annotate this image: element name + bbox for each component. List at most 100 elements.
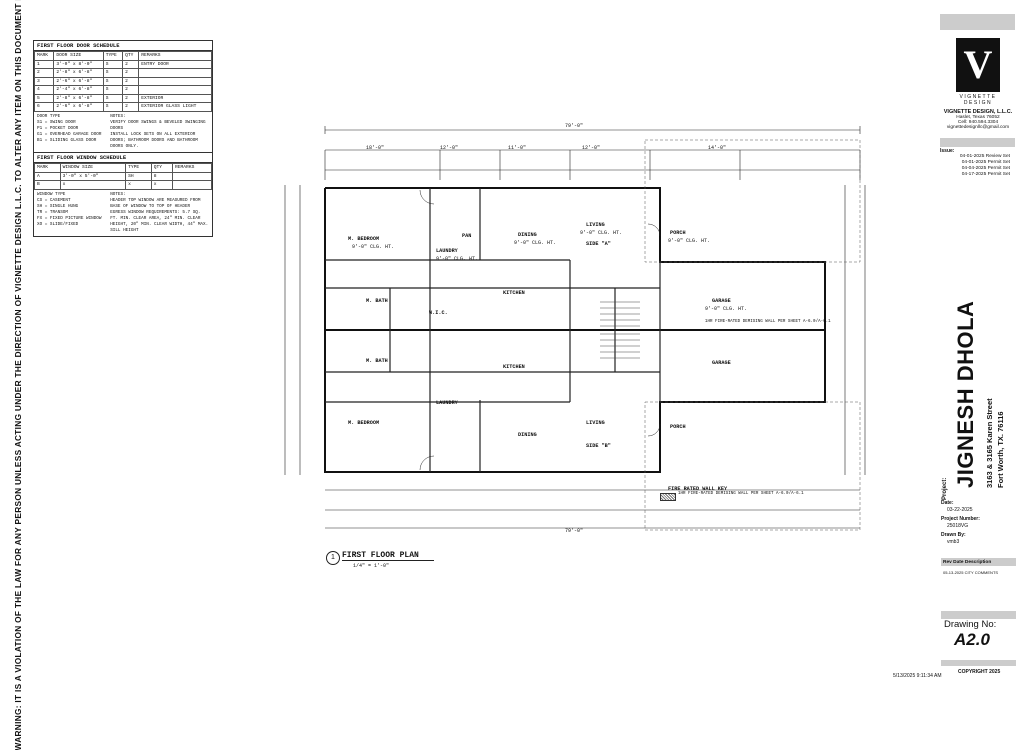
room-label: M. BATH <box>366 358 388 364</box>
cell: EXTERIOR <box>138 93 212 103</box>
title-bar-mid <box>940 138 1015 147</box>
cell: 2 <box>122 76 140 86</box>
overall-dimension: 79'-0" <box>565 528 584 534</box>
stairs <box>600 301 640 359</box>
window-schedule-header: MARK WINDOW SIZE TYPE QTY REMARKS <box>34 163 212 173</box>
room-label: DINING <box>518 232 537 238</box>
cell: 2 <box>122 59 140 69</box>
door-notes-heading: NOTES: <box>110 113 126 119</box>
room-ceiling: 9'-0" CLG. HT. <box>668 238 711 244</box>
dimension: 12'-0" <box>582 145 601 151</box>
window-type: FX = FIXED PICTURE WINDOW <box>37 215 102 221</box>
company-email: vignettedesignllc@gmail.com <box>946 125 1010 130</box>
rev-bar <box>941 558 1016 566</box>
cell: ENTRY DOOR <box>138 59 212 69</box>
plan-title: FIRST FLOOR PLAN <box>342 551 434 561</box>
fire-key-title: FIRE RATED WALL KEY <box>668 486 728 492</box>
drawing-number: A2.0 <box>954 630 990 649</box>
drawn-by-label: Drawn By: <box>941 532 966 539</box>
cell: 5 <box>33 93 55 103</box>
window-type: TR = TRANSOM <box>37 209 68 215</box>
project-address-line1: 3163 & 3165 Karen Street <box>985 398 994 488</box>
room-label: GARAGE <box>712 360 731 366</box>
room-label: DINING <box>518 432 537 438</box>
drawing-no-label: Drawing No: <box>944 619 997 630</box>
company-name: VIGNETTE DESIGN, L.L.C. <box>943 109 1013 115</box>
window-type: SH = SINGLE HUNG <box>37 203 79 209</box>
side-a-label: SIDE "A" <box>586 241 611 247</box>
room-label: KITCHEN <box>503 364 525 370</box>
cell: EXTERIOR GLASS LIGHT <box>138 102 212 112</box>
room-ceiling: 9'-0" CLG. HT. <box>352 244 395 250</box>
company-phone: Cell: 940.594.3304 <box>957 120 999 125</box>
cell: 2'-6" x 6'-8" <box>53 76 104 86</box>
plan-marker: 1 <box>326 551 340 565</box>
fire-key-swatch <box>660 493 676 501</box>
door-schedule: FIRST FLOOR DOOR SCHEDULE MARK DOOR SIZE… <box>33 40 213 153</box>
cell <box>138 85 212 95</box>
door-note: VERIFY DOOR SWINGS & BEVELED SWINGING DO… <box>110 119 206 131</box>
room-label: LIVING <box>586 222 605 228</box>
window-notes-heading: NOTES: <box>110 191 126 197</box>
cell: SH <box>125 171 152 181</box>
col-type: TYPE <box>125 163 152 173</box>
cell: 3'-0" x 5'-0" <box>59 171 127 181</box>
door-type: S1 = SWING DOOR <box>37 119 76 125</box>
cell: 2 <box>33 68 55 78</box>
room-label: W.I.C. <box>429 310 448 316</box>
door-type: P1 = POCKET DOOR <box>37 125 79 131</box>
room-ceiling: 9'-0" CLG. HT. <box>705 306 748 312</box>
cell: S <box>102 102 124 112</box>
room-label: LIVING <box>586 420 605 426</box>
cell: S <box>102 68 124 78</box>
cell: 4 <box>33 85 55 95</box>
col-qty: QTY <box>150 163 174 173</box>
door-schedule-header: MARK DOOR SIZE TYPE QTY REMARKS <box>33 51 212 61</box>
porch-outline <box>644 139 861 531</box>
col-mark: MARK <box>33 51 55 61</box>
col-remarks: REMARKS <box>172 163 212 173</box>
cell: 2 <box>122 102 140 112</box>
cell: 6 <box>33 102 55 112</box>
cell <box>172 171 212 181</box>
dimension: 12'-0" <box>440 145 459 151</box>
room-label: GARAGE <box>712 298 731 304</box>
window-type: CS = CASEMENT <box>37 197 71 203</box>
door-note: INSTALL LOCK SETS ON ALL EXTERIOR DOORS;… <box>110 131 198 149</box>
cell: x <box>150 180 174 190</box>
project-name: JIGNESH DHOLA <box>953 300 978 488</box>
project-label: Project: <box>942 477 948 500</box>
title-block: V VIGNETTE DESIGN VIGNETTE DESIGN, L.L.C… <box>940 14 1018 678</box>
door-swings <box>419 189 661 471</box>
room-label: LAUNDRY <box>436 248 458 254</box>
project-info: Date: 03-22-2025 Project Number: 25018VG… <box>941 500 1017 546</box>
door-types-notes: DOOR TYPE S1 = SWING DOOR P1 = POCKET DO… <box>34 112 212 152</box>
room-label: M. BEDROOM <box>348 236 380 242</box>
overall-dimension: 79'-0" <box>565 123 584 129</box>
col-size: WINDOW SIZE <box>59 163 127 173</box>
cell: 3'-0" x 8'-0" <box>53 59 104 69</box>
cell: 3 <box>33 76 55 86</box>
room-label: PORCH <box>670 424 686 430</box>
col-mark: MARK <box>34 163 61 173</box>
project-number-value: 25018VG <box>947 522 969 529</box>
exterior-walls <box>324 187 826 473</box>
cell: A <box>34 171 61 181</box>
cell: 2'-8" x 6'-8" <box>53 93 104 103</box>
cell: 1 <box>33 59 55 69</box>
window-types-notes: WINDOW TYPE CS = CASEMENT SH = SINGLE HU… <box>34 190 212 236</box>
room-ceiling: 9'-0" CLG. HT. <box>580 230 623 236</box>
date-value: 03-22-2025 <box>947 506 973 513</box>
window-note: EGRESS WINDOW REQUIREMENTS: 5.7 SQ. FT. … <box>110 209 209 233</box>
date-label: Date: <box>941 500 954 506</box>
cell <box>138 68 212 78</box>
room-label: M. BEDROOM <box>348 420 380 426</box>
drawing-bar <box>941 611 1016 619</box>
dimension: 14'-0" <box>708 145 727 151</box>
cell: S <box>102 59 124 69</box>
